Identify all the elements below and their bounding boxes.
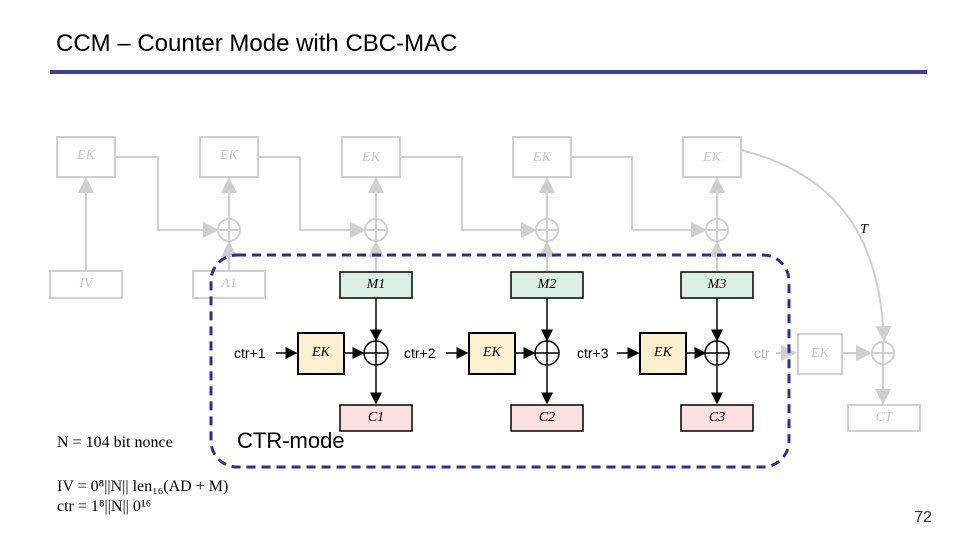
ctr-ek-label-2: EK — [483, 345, 501, 360]
cbc-xor-2 — [364, 218, 388, 242]
tag-xor — [871, 341, 895, 365]
a1-label: A1 — [221, 276, 237, 291]
cbc-ek-label-2: EK — [362, 150, 380, 165]
tag-label: T — [860, 222, 868, 237]
tag-ek-box — [797, 333, 843, 375]
cipher-box-2 — [510, 404, 584, 432]
cipher-label-1: C1 — [367, 410, 385, 425]
message-label-1: M1 — [366, 277, 386, 292]
cbc-ek-label-4: EK — [703, 150, 721, 165]
ctr-ek-box-3 — [639, 332, 687, 375]
cbc-mac-chain — [49, 136, 921, 432]
page-number: 72 — [914, 509, 932, 526]
ctr-xor-3 — [704, 340, 730, 366]
cipher-box-1 — [339, 404, 413, 432]
counter-label-1: ctr+1 — [234, 345, 266, 361]
cbc-ek-label-3: EK — [533, 150, 551, 165]
cipher-label-2: C2 — [538, 410, 556, 425]
ctr-ek-box-1 — [297, 332, 345, 375]
ctr-xor-2 — [534, 340, 560, 366]
nonce-equation: N = 104 bit nonce — [57, 434, 173, 451]
message-box-3 — [680, 271, 754, 299]
message-label-2: M2 — [537, 277, 557, 292]
tag-ek-label: EK — [811, 346, 829, 361]
cipher-label-3: C3 — [708, 410, 726, 425]
cbc-ek-box-2 — [341, 136, 401, 178]
iv-equation: IV = 0⁸||N|| len₁₆(AD + M) — [57, 478, 229, 495]
ctr-ek-label-3: EK — [654, 345, 672, 360]
title-underline — [50, 70, 927, 74]
cbc-xor-4 — [705, 218, 729, 242]
slide-title: CCM – Counter Mode with CBC-MAC — [56, 30, 458, 57]
ctr-equation: ctr = 1⁸||N|| 0¹⁶ — [57, 498, 152, 515]
counter-label-3: ctr+3 — [577, 345, 609, 361]
message-box-2 — [510, 271, 584, 299]
message-label-3: M3 — [707, 277, 727, 292]
ctr-chain — [276, 271, 797, 432]
cbc-ek-box-3 — [512, 136, 572, 178]
counter-label-2: ctr+2 — [404, 345, 436, 361]
ctr-xor-1 — [363, 340, 389, 366]
tag-curve — [740, 149, 892, 342]
cipher-box-3 — [680, 404, 754, 432]
ctr-mode-label: CTR-mode — [237, 428, 345, 453]
cbc-xor-1 — [217, 218, 241, 242]
cbc-ek-label-0: EK — [77, 148, 95, 163]
tag-cipher-label: CT — [875, 410, 893, 425]
tag-cipher-box — [847, 404, 921, 432]
ctr-mode-region — [209, 253, 791, 469]
message-box-1 — [339, 271, 413, 299]
ctr-ek-label-1: EK — [312, 345, 330, 360]
tag-counter-label: ctr — [754, 345, 770, 361]
iv-label: IV — [79, 276, 93, 291]
cbc-xor-3 — [535, 218, 559, 242]
a1-box — [192, 270, 266, 299]
cbc-ek-box-0 — [56, 136, 116, 178]
cbc-ek-label-1: EK — [220, 148, 238, 163]
